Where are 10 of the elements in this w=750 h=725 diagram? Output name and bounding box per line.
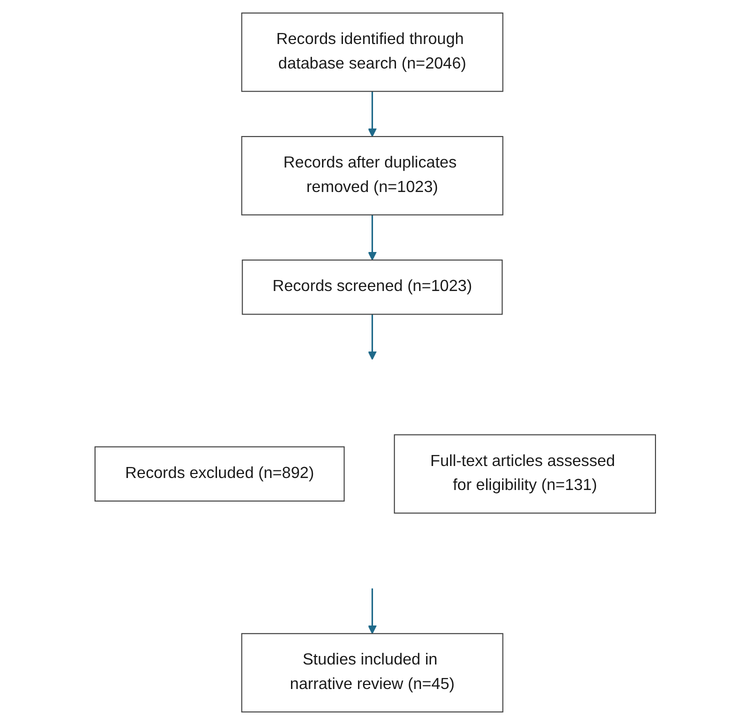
process-box: Records excluded (n=892) <box>94 446 344 502</box>
process-box: Records identified through database search (n=2046) <box>240 12 504 92</box>
process-box: Studies included in narrative review (n=45) <box>240 633 504 712</box>
process-box: Records screened (n=1023) <box>242 260 502 315</box>
arrow <box>368 588 376 634</box>
arrow <box>368 91 376 137</box>
arrow <box>368 314 376 360</box>
process-box: Records after duplicates removed (n=1023) <box>240 136 504 216</box>
arrow <box>368 214 376 260</box>
process-box: Full-text articles assessed for eligibility (n=131) <box>394 434 656 514</box>
